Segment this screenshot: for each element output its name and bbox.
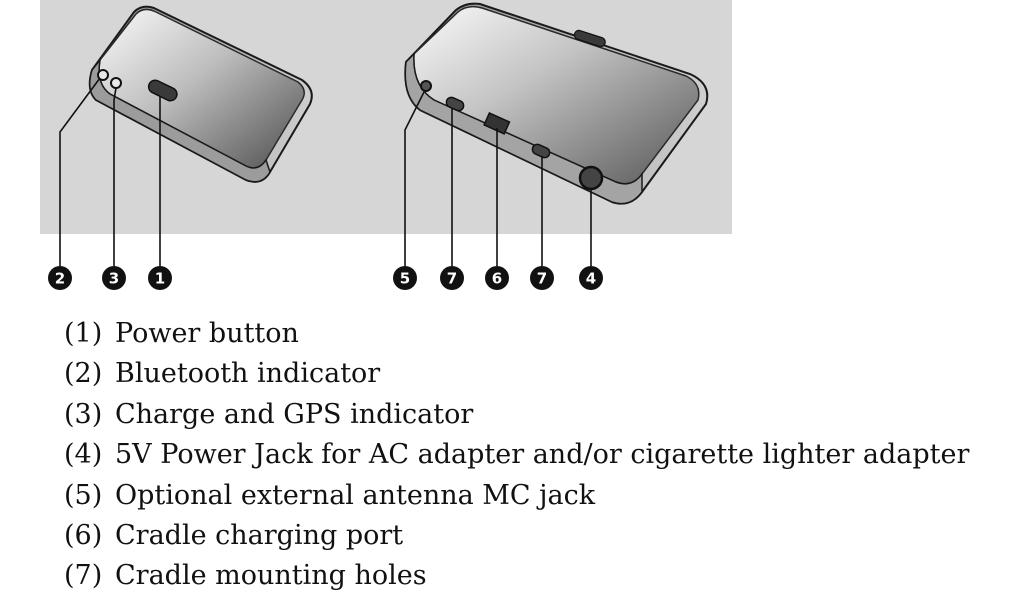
callout-7a-badge [440, 266, 464, 290]
power-jack [578, 165, 604, 191]
leader-3 [113, 87, 117, 266]
callout-3-label: 3 [109, 270, 119, 288]
callout-3: 3 [102, 266, 126, 290]
callout-2: 2 [48, 266, 72, 290]
callout-4: 4 [579, 266, 603, 290]
callout-1-label: 1 [155, 270, 165, 288]
mounting-hole-1 [445, 96, 465, 112]
legend-item-text: Power button [115, 318, 299, 349]
legend-item-number: (3) [64, 398, 103, 430]
left-device-front-edge [89, 57, 271, 183]
callout-2-badge [48, 266, 72, 290]
leader-5 [404, 91, 425, 266]
legend-item: (2) Bluetooth indicator [64, 354, 969, 394]
legend-item-text: Cradle charging port [115, 519, 404, 551]
legend-item-number: (2) [64, 358, 103, 390]
legend-item-number: (1) [64, 318, 103, 349]
mounting-hole-2 [531, 143, 551, 159]
leader-lines [59, 77, 592, 266]
legend-item-number: (7) [64, 560, 103, 592]
callout-7a: 7 [440, 266, 464, 290]
legend-item-number: (5) [64, 479, 103, 511]
callout-6: 6 [485, 266, 509, 290]
callout-7a-label: 7 [447, 270, 457, 288]
callout-6-label: 6 [492, 270, 502, 288]
charge-gps-indicator-led [110, 77, 122, 89]
antenna-jack [420, 80, 432, 92]
callout-6-badge [485, 266, 509, 290]
legend-item-text: Optional external antenna MC jack [115, 479, 596, 511]
callout-7b-badge [530, 266, 554, 290]
legend-item-text: Cradle mounting holes [115, 560, 427, 592]
legend-item-number: (4) [64, 439, 103, 471]
callout-4-badge [579, 266, 603, 290]
device-diagram: 2 3 1 5 7 6 7 4 [40, 0, 732, 290]
right-device [404, 2, 709, 205]
callout-5-label: 5 [400, 270, 410, 288]
callout-7b: 7 [530, 266, 554, 290]
cradle-charging-port [483, 112, 511, 135]
callout-5-badge [393, 266, 417, 290]
legend-item: (6) Cradle charging port [64, 516, 969, 556]
bluetooth-indicator-led [97, 69, 109, 81]
leader-2 [59, 77, 101, 266]
legend-item-text: Bluetooth indicator [115, 358, 381, 390]
legend-item-text: 5V Power Jack for AC adapter and/or ciga… [115, 439, 970, 471]
callout-4-label: 4 [586, 270, 596, 288]
callout-3-badge [102, 266, 126, 290]
legend-item: (1) Power button [64, 314, 969, 354]
legend-item: (7) Cradle mounting holes [64, 556, 969, 596]
top-slot [573, 29, 606, 48]
legend-list: (1) Power button (2) Bluetooth indicator… [64, 314, 969, 597]
callout-1-badge [148, 266, 172, 290]
legend-item-number: (6) [64, 519, 103, 551]
legend-item-text: Charge and GPS indicator [115, 398, 474, 430]
callout-2-label: 2 [55, 270, 65, 288]
legend-item: (5) Optional external antenna MC jack [64, 476, 969, 516]
legend-item: (3) Charge and GPS indicator [64, 395, 969, 435]
callout-7b-label: 7 [537, 270, 547, 288]
left-device [88, 5, 313, 183]
callout-1: 1 [148, 266, 172, 290]
callout-5: 5 [393, 266, 417, 290]
legend-item: (4) 5V Power Jack for AC adapter and/or … [64, 435, 969, 475]
